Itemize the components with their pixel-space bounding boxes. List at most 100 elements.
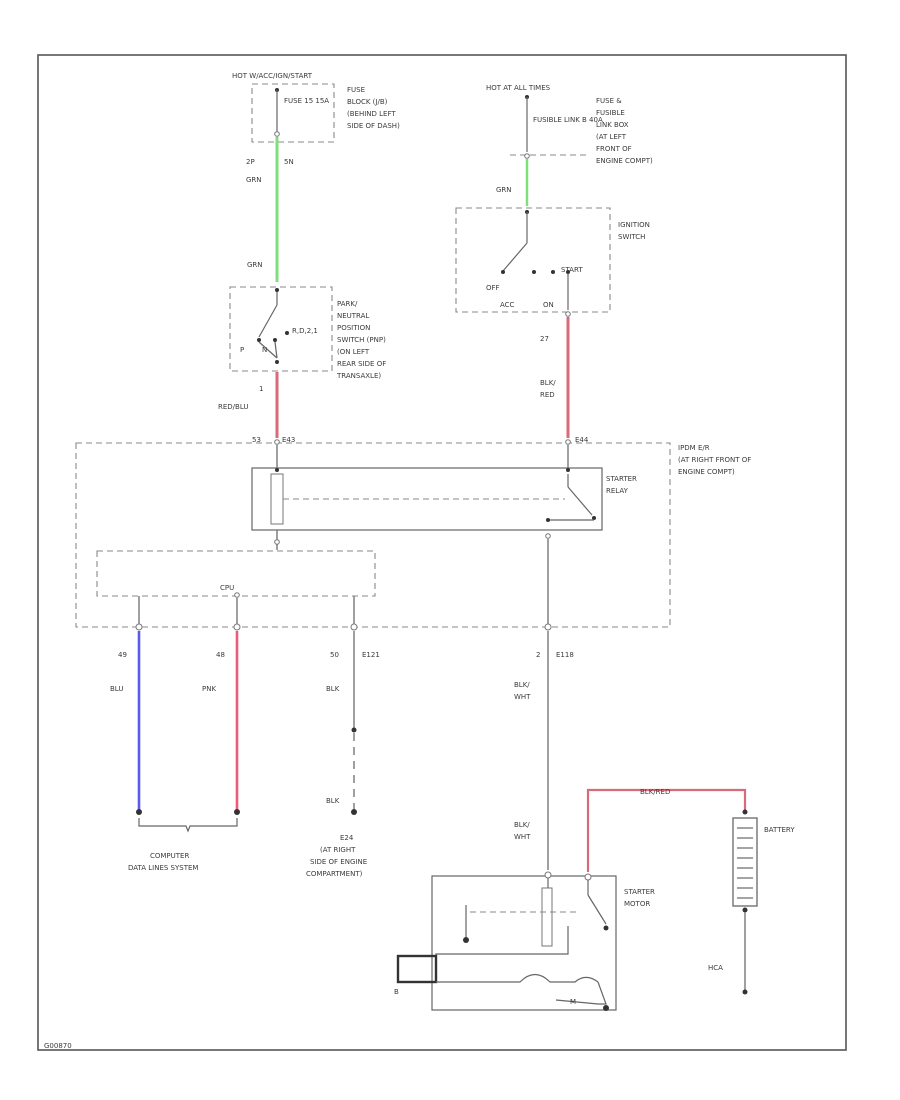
pnp-switch: GRN P N R,D,2,1 PARK/ NEUTRAL POSITION S… xyxy=(218,261,386,411)
starter-internal-ground xyxy=(463,937,469,943)
starter-main-contact xyxy=(587,894,607,925)
pnp-desc-4: SWITCH (PNP) xyxy=(337,336,386,344)
fusible-power-label: HOT AT ALL TIMES xyxy=(486,84,551,92)
pnp-terminal-in xyxy=(275,288,279,292)
ignition-wire-color-2: RED xyxy=(540,391,555,399)
wire-blk-red-battery-cable xyxy=(586,788,747,872)
fuse-terminal-bottom xyxy=(274,131,280,137)
fusible-loc-4: (AT LEFT xyxy=(596,133,627,141)
starter-relay-outline xyxy=(251,467,603,531)
fusible-wire-color: GRN xyxy=(496,186,512,194)
can-system-label-1: COMPUTER xyxy=(150,852,189,860)
pnp-desc-6: REAR SIDE OF xyxy=(337,360,386,368)
fuse-wire-color: GRN xyxy=(246,176,262,184)
cpu-outline xyxy=(96,550,376,597)
fuse-block-loc-2: BLOCK (J/B) xyxy=(347,98,388,106)
can-h-pin-number: 48 xyxy=(216,651,225,659)
ipdm: 53 E43 E44 IPDM E/R (AT RIGHT FRONT OF E… xyxy=(75,436,751,628)
relay-label-1: STARTER xyxy=(606,475,637,483)
pnp-n-lead xyxy=(274,341,278,359)
ground-point-id: E24 xyxy=(340,834,354,842)
battery: BLK/RED BATTERY HCA xyxy=(586,788,795,995)
fuse-block: HOT W/ACC/IGN/START FUSE 15 15A FUSE BLO… xyxy=(232,72,400,184)
cpu-terminal xyxy=(234,592,240,598)
relay-coil-terminal xyxy=(274,539,280,545)
ignition-label-start: START xyxy=(561,266,583,274)
ground-wire-color-2: BLK xyxy=(326,797,340,805)
pnp-wire-in-color: GRN xyxy=(247,261,263,269)
pin-can-h xyxy=(233,623,241,631)
fusible-loc-6: ENGINE COMPT) xyxy=(596,157,653,165)
starter-solenoid-coil xyxy=(541,887,553,947)
pnp-desc-2: NEUTRAL xyxy=(337,312,369,320)
ground-terminal xyxy=(351,809,357,815)
pin-starter xyxy=(544,623,552,631)
ignition-pos-on xyxy=(551,270,555,274)
battery-body xyxy=(732,817,758,907)
starter-wire-color-1: BLK/ xyxy=(514,681,530,689)
fusible-label: FUSIBLE LINK B 40A xyxy=(533,116,603,124)
pnp-desc-7: TRANSAXLE) xyxy=(336,372,381,380)
can-h-terminal xyxy=(234,809,240,815)
ignition-switch: OFF START ACC ON IGNITION SWITCH 27 BLK/… xyxy=(455,207,650,399)
starter-label-2: MOTOR xyxy=(624,900,650,908)
pnp-pin-out: 1 xyxy=(259,385,263,393)
battery-ground-label: HCA xyxy=(708,964,723,972)
starter-connector: E118 xyxy=(556,651,574,659)
relay-contact-no xyxy=(592,516,596,520)
pnp-desc-1: PARK/ xyxy=(337,300,358,308)
relay-label-2: RELAY xyxy=(606,487,629,495)
cpu-label: CPU xyxy=(220,584,234,592)
ignition-contact-arm xyxy=(502,242,528,272)
starter-field-winding xyxy=(436,973,599,983)
battery-cable-color: BLK/RED xyxy=(640,788,670,796)
starter-s-terminal xyxy=(544,871,552,879)
ignition-pos-start xyxy=(566,270,570,274)
fusible-terminal-bottom xyxy=(524,153,530,159)
ground-point-desc-2: SIDE OF ENGINE xyxy=(310,858,367,866)
pnp-contact-arm xyxy=(258,304,278,338)
ground-splice xyxy=(351,727,357,733)
starter-wire-color2-1: BLK/ xyxy=(514,821,530,829)
ipdm-desc-1: IPDM E/R xyxy=(678,444,710,452)
ipdm-terminal-right xyxy=(565,439,571,445)
starter-pin-number: 2 xyxy=(536,651,540,659)
pnp-switch-outline xyxy=(229,286,333,372)
starter-main-contact-terminal xyxy=(603,925,609,931)
pnp-label-r: R,D,2,1 xyxy=(292,327,318,335)
relay-contact-out xyxy=(546,518,550,522)
battery-ground-terminal xyxy=(742,989,748,995)
ipdm-conn-right: E44 xyxy=(575,436,589,444)
ground-wire-color: BLK xyxy=(326,685,340,693)
ignition-pos-acc xyxy=(532,270,536,274)
ignition-switch-outline xyxy=(455,207,611,313)
pnp-desc-5: (ON LEFT xyxy=(337,348,370,356)
starter-armature-winding xyxy=(396,954,438,984)
fuse-block-loc-1: FUSE xyxy=(347,86,365,94)
diagram-code: G00870 xyxy=(44,1042,72,1050)
starter-b-terminal xyxy=(584,873,592,881)
pnp-pos-p xyxy=(257,338,261,342)
ground-point-desc-3: COMPARTMENT) xyxy=(306,870,363,878)
ignition-conn-b: ON xyxy=(543,301,554,309)
battery-label: BATTERY xyxy=(764,826,795,834)
pnp-label-p: P xyxy=(240,346,244,354)
ignition-desc-2: SWITCH xyxy=(618,233,645,241)
starter-wire-color2-2: WHT xyxy=(514,833,531,841)
starter-motor: STARTER MOTOR M B xyxy=(394,871,655,1011)
starter-wire-color-2: WHT xyxy=(514,693,531,701)
fuse-block-power-label: HOT W/ACC/IGN/START xyxy=(232,72,313,80)
fuse-connector-a: 2P xyxy=(246,158,255,166)
starter-terminal-m: M xyxy=(570,998,576,1006)
pnp-label-n: N xyxy=(262,346,267,354)
pnp-desc-3: POSITION xyxy=(337,324,370,332)
starter-motor-return xyxy=(555,981,607,1005)
starter-case-ground xyxy=(603,1005,609,1011)
starter-label-1: STARTER xyxy=(624,888,655,896)
fuse-block-outline xyxy=(251,83,335,143)
can-l-wire-color: BLU xyxy=(110,685,123,693)
pnp-pos-r xyxy=(285,331,289,335)
ipdm-terminal-left xyxy=(274,439,280,445)
pnp-terminal-out xyxy=(275,360,279,364)
ipdm-conn-left: E43 xyxy=(282,436,295,444)
